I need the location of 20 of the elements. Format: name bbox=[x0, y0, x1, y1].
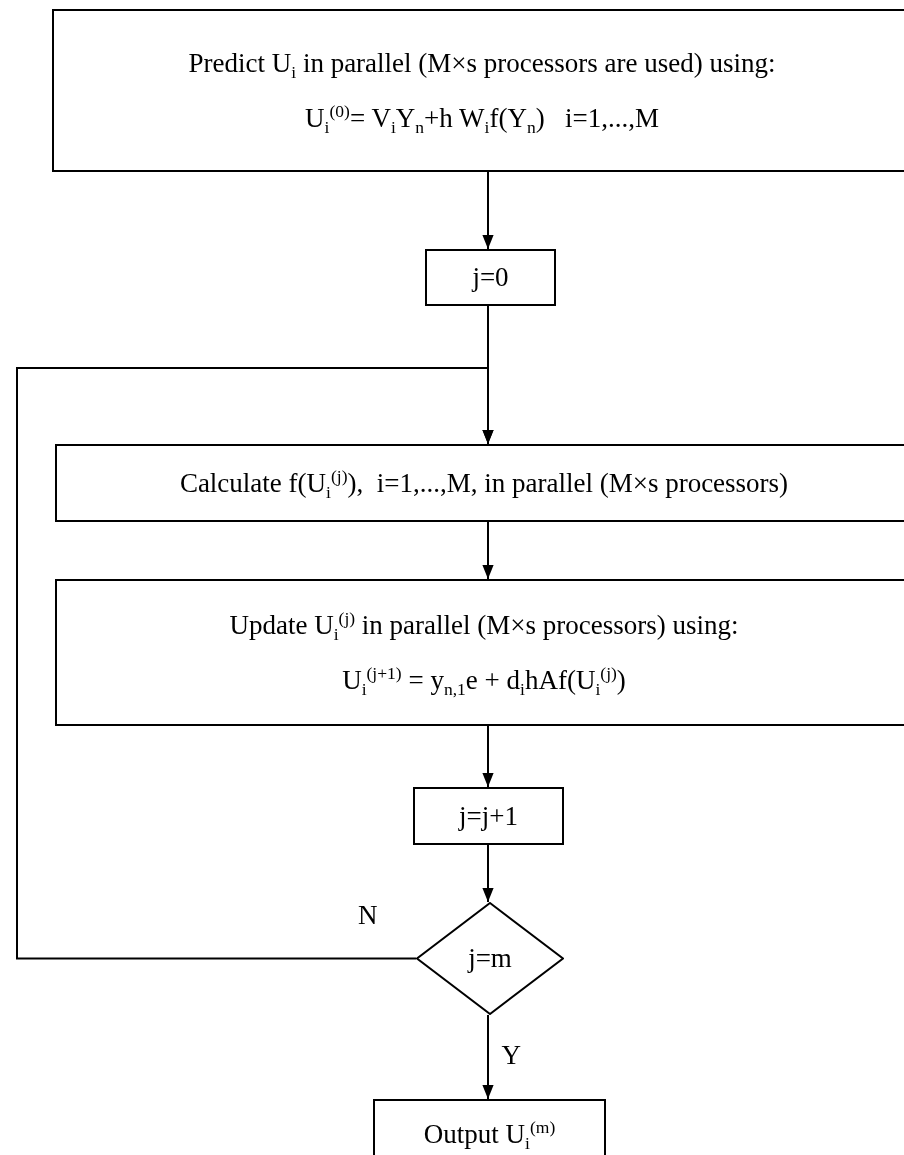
node-text: j=0 bbox=[472, 261, 509, 294]
node-text: Update U$_{i}$$^{(j)}$ in parallel (M×s processors) using: bbox=[229, 609, 739, 642]
process-box bbox=[55, 444, 904, 522]
node-text: j=j+1 bbox=[459, 799, 518, 833]
formula: U$_{i}$$^{(j+1)}$ = y$_{n,1}$e + d$_{i}$hAf(U$_{i}$$^{(j)}$) bbox=[342, 663, 626, 696]
arrow bbox=[16, 367, 494, 960]
process-box bbox=[425, 249, 556, 306]
arrow bbox=[482, 171, 494, 250]
node-text: j=m bbox=[468, 942, 512, 975]
arrow bbox=[482, 844, 494, 903]
node-text: Predict U$_{i}$ in parallel (M×s processors are used) using: bbox=[188, 47, 776, 80]
process-box bbox=[55, 579, 904, 726]
arrow bbox=[482, 725, 494, 788]
arrow bbox=[482, 521, 494, 580]
process-box bbox=[373, 1099, 606, 1155]
arrow bbox=[482, 1014, 494, 1100]
process-box bbox=[52, 9, 904, 172]
node-text: Calculate f(U$_{i}$$^{(j)}$), i=1,...,M, in parallel (M×s processors) bbox=[179, 466, 789, 500]
formula: U$_{i}$$^{(0)}$= V$_{i}$Y$_{n}$+h W$_{i}$f(Y$_{n}$) i=1,...,M bbox=[305, 101, 659, 134]
process-box bbox=[413, 787, 564, 845]
